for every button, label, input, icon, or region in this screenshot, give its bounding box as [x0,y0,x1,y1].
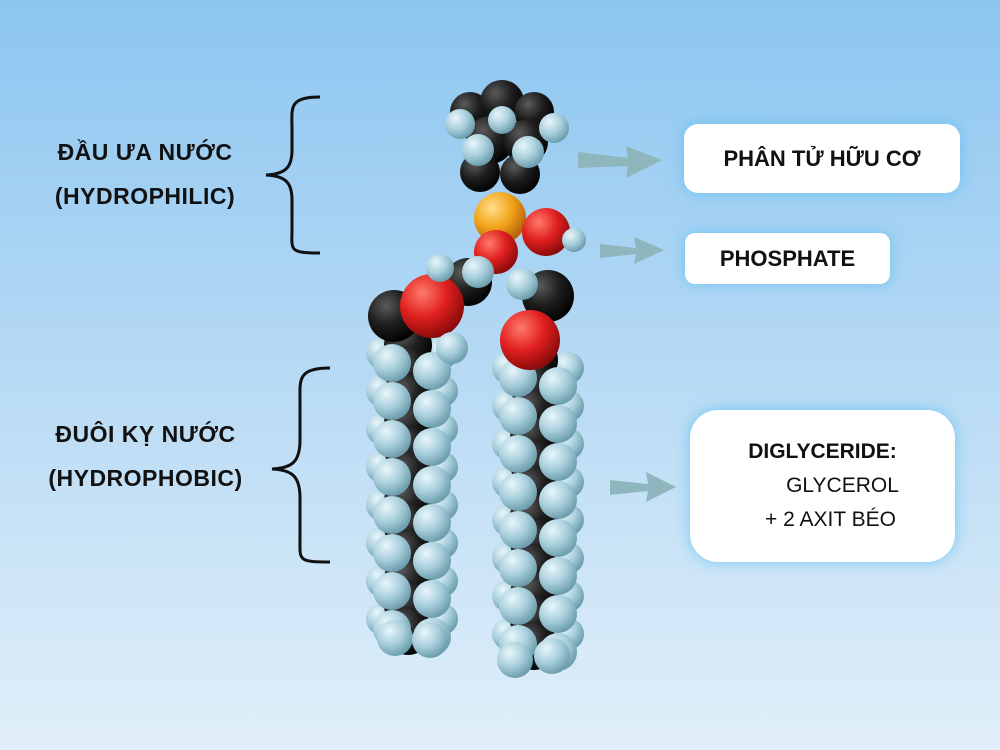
hydrogen-atom [488,106,516,134]
hydrogen-atom [373,344,411,382]
hydrogen-atom [512,136,544,168]
hydrogen-atom [499,587,537,625]
hydrogen-atom [373,458,411,496]
hydrophobic-subtitle: (HYDROPHOBIC) [48,465,243,491]
phosphorus-atom [474,192,526,244]
molecule-model [366,80,586,678]
hydrogen-atom [413,390,451,428]
hydrogen-atom [499,549,537,587]
hydrogen-atom [426,254,454,282]
hydrophilic-head-label: ĐẦU ƯA NƯỚC (HYDROPHILIC) [30,130,260,218]
hydrogen-atom [539,481,577,519]
hydrophobic-tail-label: ĐUÔI KỴ NƯỚC (HYDROPHOBIC) [28,412,263,500]
hydrophilic-subtitle: (HYDROPHILIC) [54,183,236,209]
hydrogen-atom [499,511,537,549]
hydrogen-atom [445,109,475,139]
hydrogen-atom [413,466,451,504]
hydrogen-atom [562,228,586,252]
hydrogen-atom [534,638,570,674]
diglyceride-title: DIGLYCERIDE: [748,440,897,463]
hydrogen-atom [377,620,413,656]
arrow-to-diglyceride [610,472,676,502]
hydrogen-atom [412,622,448,658]
hydrophobic-brace [271,366,331,564]
hydrogen-atom [539,405,577,443]
hydrogen-atom [499,435,537,473]
hydrogen-atom [373,496,411,534]
hydrogen-atom [413,428,451,466]
hydrogen-atom [413,504,451,542]
hydrogen-atom [499,397,537,435]
hydrogen-atom [413,580,451,618]
hydrogen-atom [539,557,577,595]
hydrogen-atom [413,352,451,390]
hydrogen-atom [539,443,577,481]
diglyceride-fatty-acids: + 2 AXIT BÉO [765,508,896,531]
hydrogen-atom [539,367,577,405]
hydrophilic-brace [265,95,321,255]
hydrogen-atom [499,473,537,511]
organic-molecule-box: PHÂN TỬ HỮU CƠ [684,124,960,193]
hydrogen-atom [413,542,451,580]
hydrogen-atom [373,572,411,610]
oxygen-atom [500,310,560,370]
hydrogen-atom [462,134,494,166]
diglyceride-glycerol: GLYCEROL [786,474,899,497]
arrow-to-organic [578,146,662,178]
hydrogen-atom [373,382,411,420]
hydrogen-atom [462,256,494,288]
hydrogen-atom [539,519,577,557]
hydrogen-atom [373,534,411,572]
hydrogen-atom [497,642,533,678]
hydrogen-atom [373,420,411,458]
arrow-to-phosphate [600,237,664,264]
phosphate-box: PHOSPHATE [685,233,890,284]
diglyceride-box: DIGLYCERIDE: GLYCEROL + 2 AXIT BÉO [690,410,955,562]
hydrogen-atom [539,113,569,143]
hydrophobic-title: ĐUÔI KỴ NƯỚC [55,421,236,447]
oxygen-atom [522,208,570,256]
hydrogen-atom [436,332,468,364]
hydrogen-atom [539,595,577,633]
hydrophilic-title: ĐẦU ƯA NƯỚC [57,139,233,165]
oxygen-atom [400,274,464,338]
phosphate-label: PHOSPHATE [719,245,856,271]
hydrogen-atom [506,268,538,300]
organic-molecule-label: PHÂN TỬ HỮU CƠ [723,145,921,171]
